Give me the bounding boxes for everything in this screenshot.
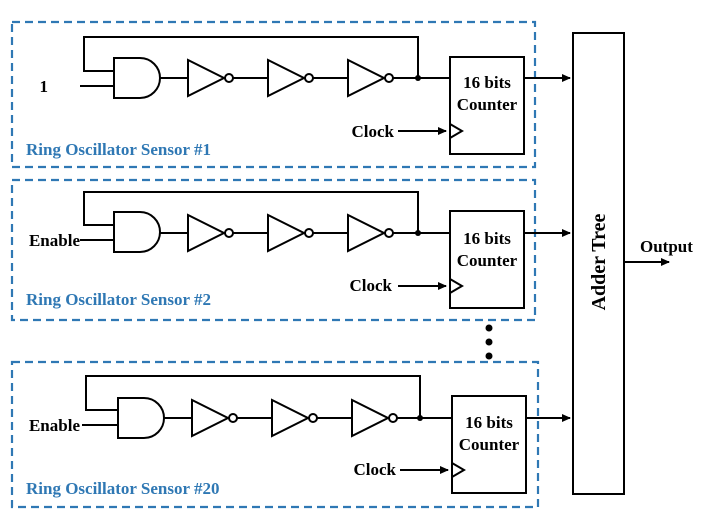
- and-gate: [113, 57, 161, 99]
- counter-box: [449, 56, 525, 155]
- inverter-gate: [271, 398, 311, 438]
- inverter-bubble: [384, 228, 394, 238]
- sensor-1-title: Ring Oscillator Sensor #1: [26, 140, 211, 159]
- inverter-bubble: [388, 413, 398, 423]
- junction-dot: [415, 230, 421, 236]
- inverter-gate: [187, 58, 227, 98]
- adder-tree-label: Adder Tree: [588, 213, 610, 310]
- inverter-gate: [347, 58, 387, 98]
- counter-label-line2: Counter: [457, 251, 518, 270]
- inverter-bubble: [224, 228, 234, 238]
- inverter-bubble: [304, 228, 314, 238]
- counter-label-line1: 16 bits: [465, 413, 513, 432]
- inverter-gate: [351, 398, 391, 438]
- counter-label-line2: Counter: [457, 95, 518, 114]
- inverter-gate: [267, 58, 307, 98]
- sensor-1-input-label: 1: [40, 77, 49, 96]
- sensor-2: Enable 16 bits Counter Clock Ring Oscill…: [10, 178, 571, 322]
- clock-label: Clock: [354, 460, 397, 479]
- adder-tree-box: [572, 32, 625, 495]
- output-label: Output: [640, 237, 693, 256]
- ellipsis-dots: [485, 324, 493, 360]
- sensor-20-feedback-wire: [85, 375, 421, 418]
- sensor-1-feedback-wire: [83, 36, 419, 78]
- sensor-20-input-label: Enable: [29, 416, 80, 435]
- clock-triangle: [451, 462, 466, 478]
- counter-label-line1: 16 bits: [463, 229, 511, 248]
- sensor-2-input-label: Enable: [29, 231, 80, 250]
- junction-dot: [415, 75, 421, 81]
- clock-triangle: [449, 123, 464, 139]
- counter-label-line1: 16 bits: [463, 73, 511, 92]
- counter-box: [449, 210, 525, 309]
- inverter-gate: [347, 213, 387, 253]
- sensor-20: Enable 16 bits Counter Clock Ring Oscill…: [10, 360, 571, 509]
- clock-label: Clock: [350, 276, 393, 295]
- inverter-bubble: [304, 73, 314, 83]
- counter-box: [451, 395, 527, 494]
- sensor-2-title: Ring Oscillator Sensor #2: [26, 290, 211, 309]
- sensor-20-title: Ring Oscillator Sensor #20: [26, 479, 219, 498]
- junction-dot: [417, 415, 423, 421]
- inverter-bubble: [224, 73, 234, 83]
- inverter-bubble: [384, 73, 394, 83]
- inverter-gate: [191, 398, 231, 438]
- sensor-20-border: [10, 360, 540, 509]
- inverter-bubble: [308, 413, 318, 423]
- inverter-gate: [187, 213, 227, 253]
- sensor-2-feedback-wire: [83, 191, 419, 233]
- and-gate: [113, 211, 161, 253]
- and-gate: [117, 397, 165, 439]
- inverter-gate: [267, 213, 307, 253]
- sensor-2-border: [10, 178, 537, 322]
- clock-label: Clock: [352, 122, 395, 141]
- clock-triangle: [449, 278, 464, 294]
- sensor-1-border: [10, 20, 537, 169]
- inverter-bubble: [228, 413, 238, 423]
- adder-tree: Adder Tree Output: [572, 32, 693, 495]
- sensor-1: 1 16 bits Counter Clock Ring Oscillator …: [10, 20, 571, 169]
- counter-label-line2: Counter: [459, 435, 520, 454]
